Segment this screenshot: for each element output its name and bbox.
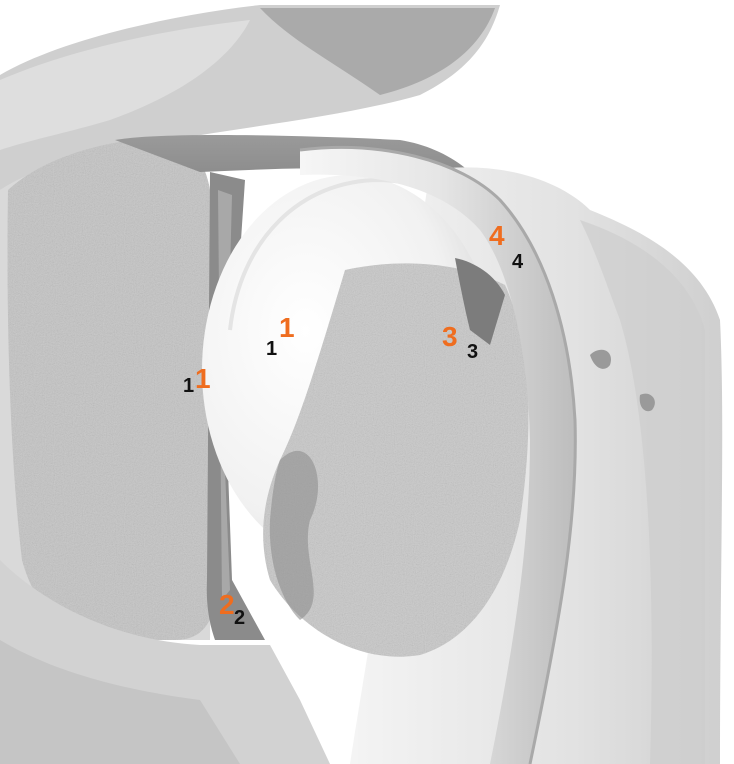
label-black-superior-4: 4 xyxy=(512,251,524,273)
label-orange-head-1: 1 xyxy=(279,312,295,343)
label-orange-inferior-2: 2 xyxy=(219,589,235,620)
label-orange-posterior-3: 3 xyxy=(442,321,458,352)
label-orange-glenoid-1: 1 xyxy=(195,363,211,394)
label-black-posterior-3: 3 xyxy=(467,341,478,363)
label-orange-superior-4: 4 xyxy=(489,220,505,251)
label-black-glenoid-1: 1 xyxy=(183,375,194,397)
label-black-inferior-2: 2 xyxy=(234,607,245,629)
label-black-head-1: 1 xyxy=(266,338,277,360)
